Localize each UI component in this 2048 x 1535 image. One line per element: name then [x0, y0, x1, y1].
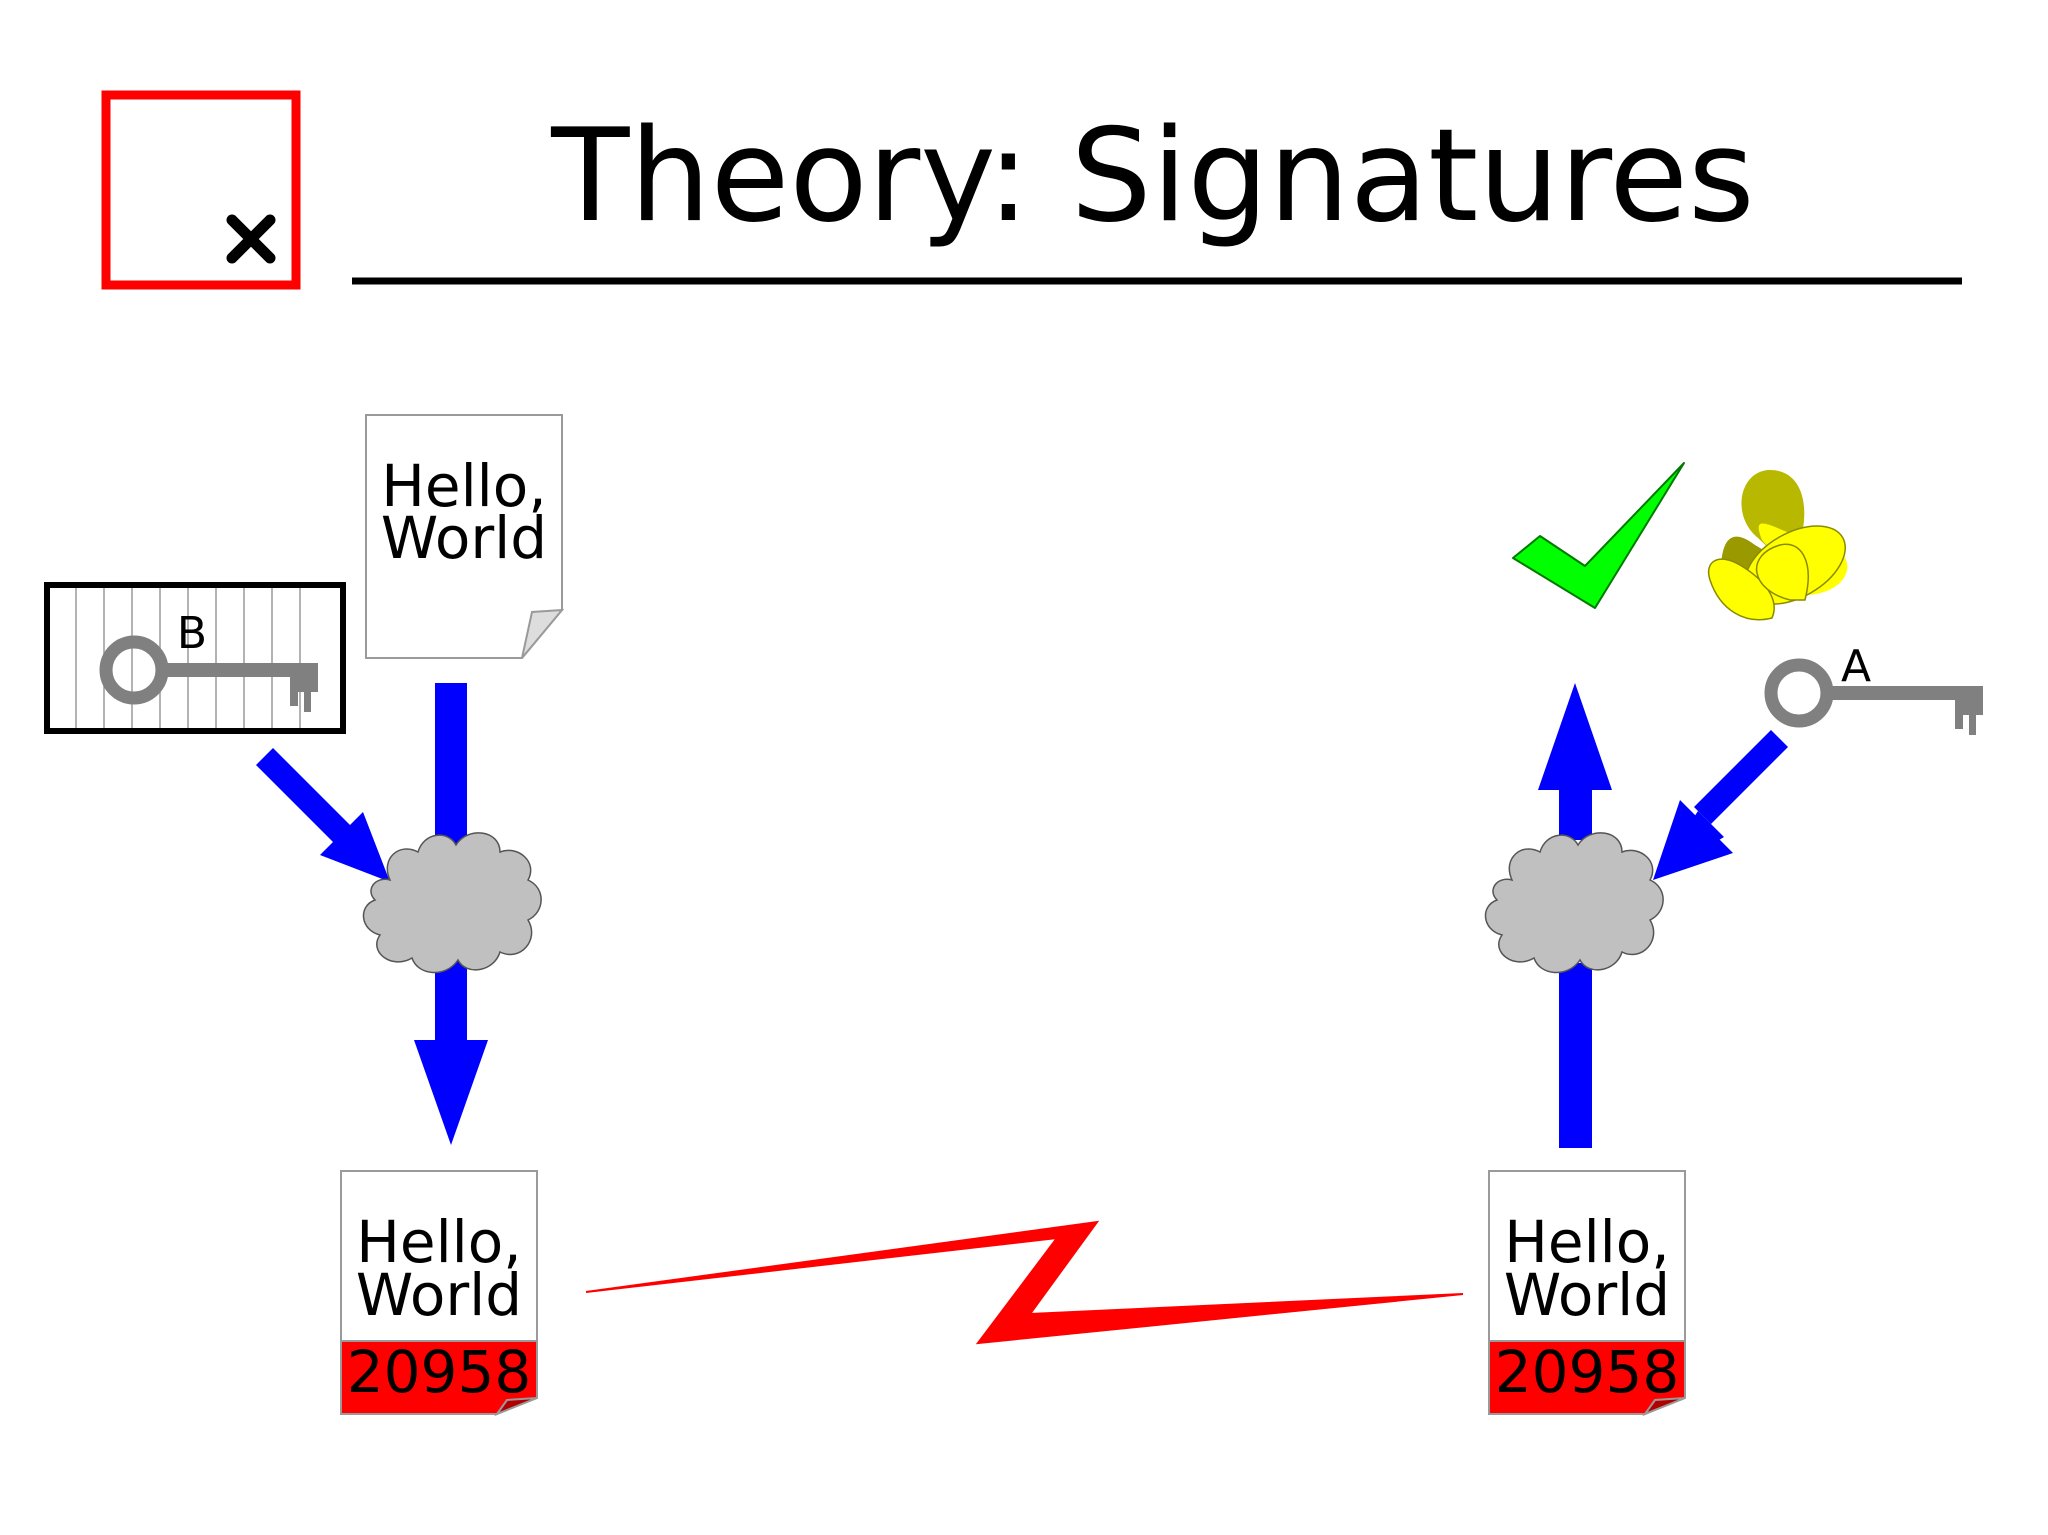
arrow-document-to-cloud-left — [435, 683, 467, 853]
private-key-label: B — [177, 608, 207, 659]
butterfly-icon — [1707, 470, 1848, 621]
signed-document-right: Hello, World 20958 — [1488, 1170, 1686, 1417]
signed-document-left-line-1: Hello, — [356, 1208, 521, 1276]
arrow-cloud-to-signed-left — [414, 960, 488, 1145]
key-icon: A — [1764, 641, 1983, 735]
public-key-label: A — [1841, 641, 1871, 692]
signed-document-left-line-2: World — [356, 1261, 522, 1329]
plain-document: Hello, World — [365, 414, 565, 659]
plain-document-line-2: World — [381, 504, 547, 572]
arrow-key-to-cloud-left — [256, 748, 390, 882]
signed-document-right-line-1: Hello, — [1504, 1208, 1669, 1276]
arrow-key-to-cloud-right — [1653, 730, 1788, 880]
checkmark-icon — [1512, 462, 1685, 609]
arrow-cloud-to-check-right — [1538, 683, 1612, 840]
plain-document-line-1: Hello, — [381, 452, 546, 520]
slide-title: Theory: Signatures — [550, 102, 1754, 251]
caged-key-icon: B — [44, 582, 346, 734]
signed-document-right-line-2: World — [1504, 1261, 1670, 1329]
cloud-icon-left — [362, 832, 542, 974]
signed-document-left: Hello, World 20958 — [340, 1170, 538, 1417]
red-frame-x-icon — [101, 90, 301, 290]
cloud-icon-right — [1484, 832, 1664, 974]
signed-document-right-signature: 20958 — [1495, 1338, 1680, 1406]
arrow-signed-to-cloud-right — [1559, 963, 1592, 1148]
lightning-icon — [585, 1220, 1464, 1345]
signed-document-left-signature: 20958 — [347, 1338, 532, 1406]
